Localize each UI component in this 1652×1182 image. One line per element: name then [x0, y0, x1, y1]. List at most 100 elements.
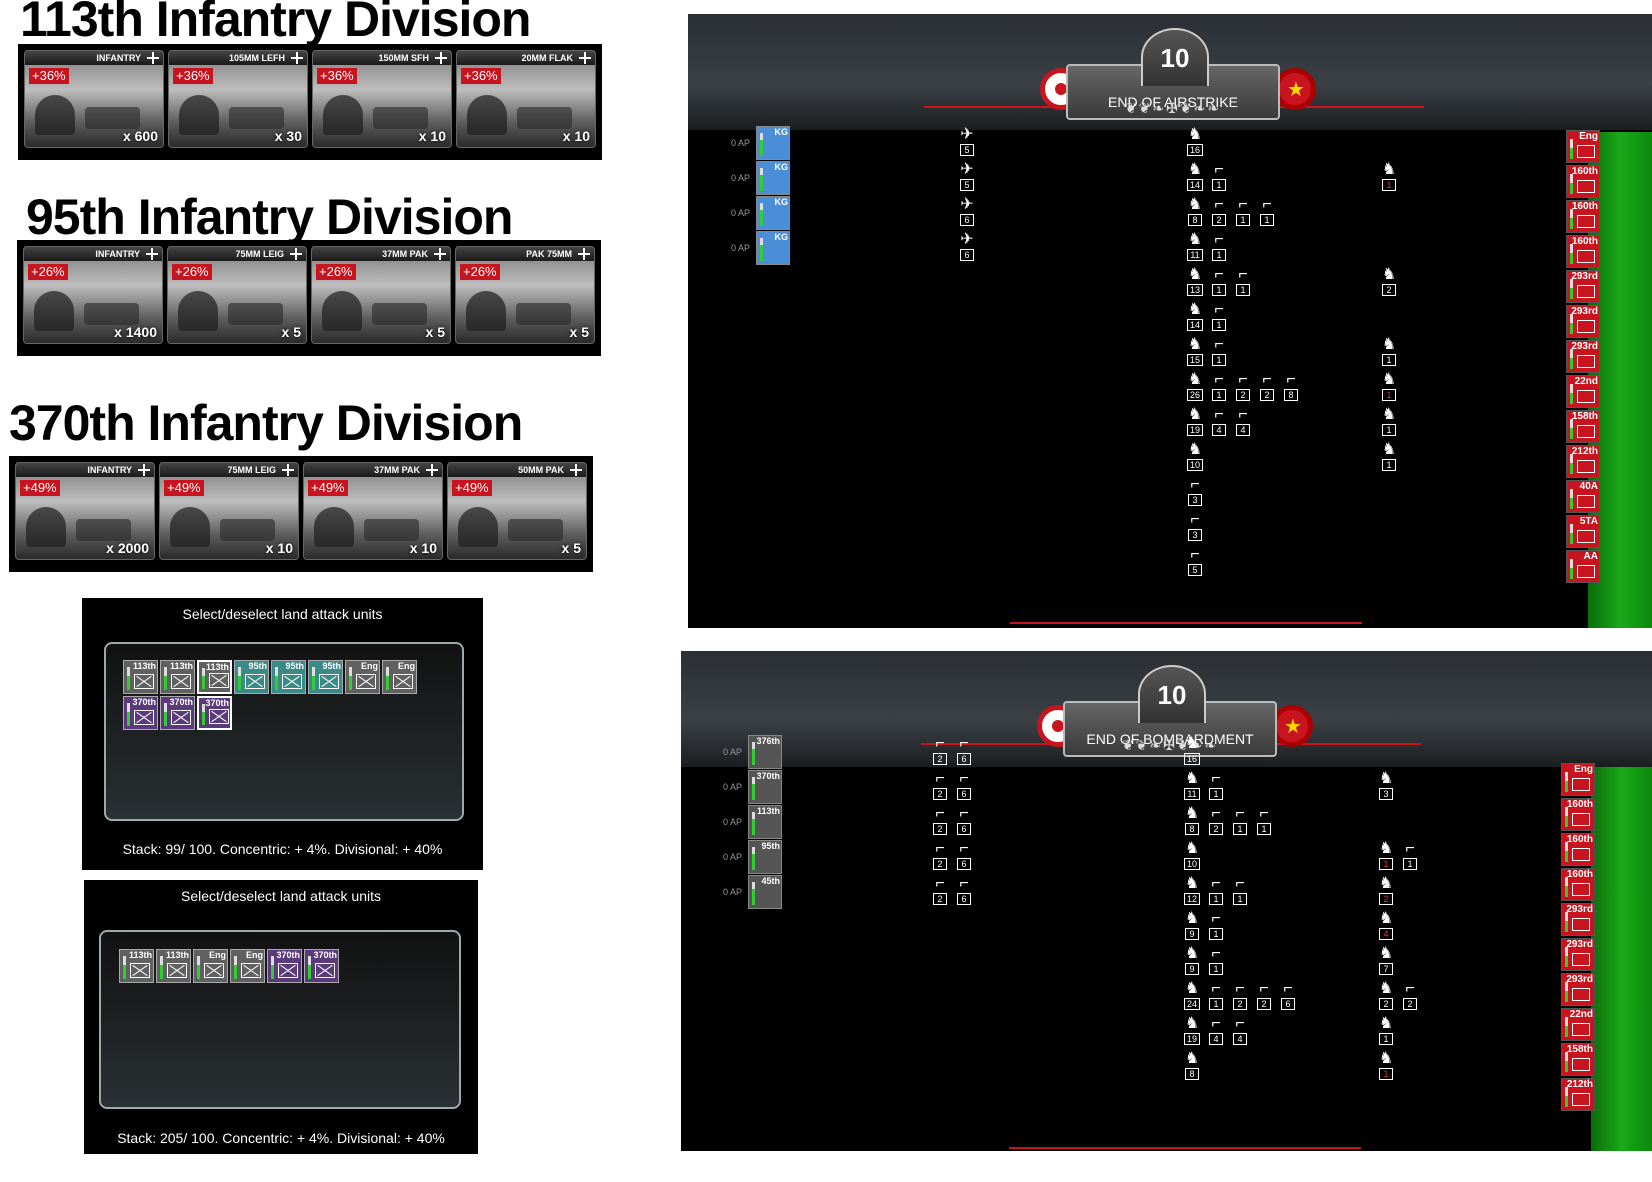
strength-bar — [1565, 842, 1568, 862]
strength-bar — [1565, 982, 1568, 1002]
unit-tile[interactable]: 113th — [197, 660, 232, 694]
unit-tile[interactable]: 370th — [267, 949, 302, 983]
attacker-tile[interactable]: KG — [756, 196, 790, 230]
attacker-tile[interactable]: 370th — [748, 770, 782, 804]
unit-card[interactable]: PAK 75MM+26%x 5 — [455, 246, 595, 344]
soviet-unit-tile[interactable]: 293rd — [1561, 973, 1595, 1006]
soviet-unit-tile[interactable]: 293rd — [1561, 903, 1595, 936]
attacker-tile[interactable]: 376th — [748, 735, 782, 769]
unit-tile[interactable]: 95th — [308, 660, 343, 694]
soviet-unit-tile[interactable]: 160th — [1566, 165, 1600, 198]
soviet-unit-tile[interactable]: 212th — [1561, 1078, 1595, 1111]
soldier-photo — [466, 291, 506, 331]
attacker-tile[interactable]: KG — [756, 231, 790, 265]
soviet-unit-tile[interactable]: 293rd — [1561, 938, 1595, 971]
unit-card[interactable]: INFANTRY+49%x 2000 — [15, 462, 155, 560]
unit-card[interactable]: 37MM PAK+26%x 5 — [311, 246, 451, 344]
unit-figure: ⌐1 — [1229, 875, 1251, 905]
infantry-symbol-icon — [241, 963, 261, 978]
soviet-unit-tile[interactable]: 160th — [1561, 868, 1595, 901]
unit-card[interactable]: 75MM LEIG+26%x 5 — [167, 246, 307, 344]
unit-label: 293rd — [1571, 341, 1598, 352]
attacker-tile[interactable]: KG — [756, 126, 790, 160]
unit-figure: ♞14 — [1184, 301, 1206, 331]
unit-figure: ✈6 — [956, 231, 978, 261]
german-cross-icon — [435, 52, 447, 64]
unit-label: 370th — [276, 950, 300, 960]
bonus-badge: +49% — [20, 480, 60, 496]
unit-tile[interactable]: Eng — [230, 949, 265, 983]
soviet-unit-tile[interactable]: 212th — [1566, 445, 1600, 478]
unit-figure: ⌐2 — [1208, 196, 1230, 226]
attacker-tile[interactable]: KG — [756, 161, 790, 195]
attacker-tile[interactable]: 95th — [748, 840, 782, 874]
unit-tile[interactable]: Eng — [345, 660, 380, 694]
unit-tile[interactable]: 370th — [304, 949, 339, 983]
gun-icon: ⌐ — [1238, 266, 1248, 283]
round-number: 10 — [1141, 28, 1209, 86]
strength-bar — [1570, 524, 1573, 544]
soviet-unit-tile[interactable]: AA — [1566, 550, 1600, 583]
division-title: 370th Infantry Division — [9, 395, 523, 451]
attacker-tile[interactable]: 45th — [748, 875, 782, 909]
infantry-symbol-icon — [1572, 1093, 1590, 1106]
soviet-unit-tile[interactable]: 160th — [1566, 235, 1600, 268]
unit-tile[interactable]: 370th — [197, 696, 232, 730]
unit-card[interactable]: 50MM PAK+49%x 5 — [447, 462, 587, 560]
unit-count: 12 — [1183, 893, 1200, 905]
gun-icon: ⌐ — [1214, 196, 1224, 213]
unit-count: 1 — [1379, 1033, 1393, 1045]
infantry-icon: ♞ — [1381, 406, 1397, 423]
soviet-unit-tile[interactable]: 293rd — [1566, 340, 1600, 373]
soviet-unit-tile[interactable]: 160th — [1566, 200, 1600, 233]
strength-bar — [238, 667, 241, 691]
german-stack: ♞8 — [1181, 1050, 1203, 1080]
infantry-icon: ♞ — [1187, 161, 1203, 178]
soviet-unit-tile[interactable]: 160th — [1561, 798, 1595, 831]
attacker-tile[interactable]: 113th — [748, 805, 782, 839]
unit-card[interactable]: 20MM FLAK+36%x 10 — [456, 50, 596, 148]
soviet-unit-tile[interactable]: 293rd — [1566, 270, 1600, 303]
unit-tile[interactable]: 113th — [156, 949, 191, 983]
unit-figure: ⌐1 — [1256, 196, 1278, 226]
soviet-unit-tile[interactable]: 5TA — [1566, 515, 1600, 548]
unit-count: 2 — [1212, 214, 1226, 226]
unit-card[interactable]: 75MM LEIG+49%x 10 — [159, 462, 299, 560]
soviet-unit-tile[interactable]: 158th — [1561, 1043, 1595, 1076]
gun-icon: ⌐ — [1238, 406, 1248, 423]
gun-icon: ⌐ — [1190, 511, 1200, 528]
round-number: 10 — [1138, 665, 1206, 723]
soviet-unit-tile[interactable]: 158th — [1566, 410, 1600, 443]
german-stack: ♞16 — [1181, 735, 1203, 765]
soldier-photo — [178, 291, 218, 331]
unit-tile[interactable]: 370th — [160, 696, 195, 730]
unit-card[interactable]: 105MM LEFH+36%x 30 — [168, 50, 308, 148]
unit-tile[interactable]: 95th — [271, 660, 306, 694]
soviet-unit-tile[interactable]: Eng — [1566, 130, 1600, 163]
soviet-unit-tile[interactable]: 160th — [1561, 833, 1595, 866]
soviet-unit-tile[interactable]: 22nd — [1561, 1008, 1595, 1041]
infantry-icon: ♞ — [1187, 441, 1203, 458]
soviet-unit-tile[interactable]: 22nd — [1566, 375, 1600, 408]
soviet-unit-tile[interactable]: 293rd — [1566, 305, 1600, 338]
unit-count: 16 — [1186, 144, 1203, 156]
soviet-unit-tile[interactable]: 40A — [1566, 480, 1600, 513]
unit-tile[interactable]: Eng — [193, 949, 228, 983]
unit-tile[interactable]: 95th — [234, 660, 269, 694]
infantry-symbol-icon — [1577, 145, 1595, 158]
soviet-unit-tile[interactable]: Eng — [1561, 763, 1595, 796]
unit-tile[interactable]: Eng — [382, 660, 417, 694]
ap-label: 0 AP — [730, 243, 750, 253]
strength-bar — [752, 742, 755, 766]
strength-bar — [1570, 419, 1573, 439]
unit-tile[interactable]: 113th — [119, 949, 154, 983]
equipment-photo — [517, 107, 572, 129]
unit-tile[interactable]: 370th — [123, 696, 158, 730]
unit-tile[interactable]: 113th — [160, 660, 195, 694]
unit-card[interactable]: INFANTRY+26%x 1400 — [23, 246, 163, 344]
unit-figure: ⌐1 — [1205, 945, 1227, 975]
unit-card[interactable]: 37MM PAK+49%x 10 — [303, 462, 443, 560]
unit-card[interactable]: 150MM SFH+36%x 10 — [312, 50, 452, 148]
unit-tile[interactable]: 113th — [123, 660, 158, 694]
unit-card[interactable]: INFANTRY+36%x 600 — [24, 50, 164, 148]
